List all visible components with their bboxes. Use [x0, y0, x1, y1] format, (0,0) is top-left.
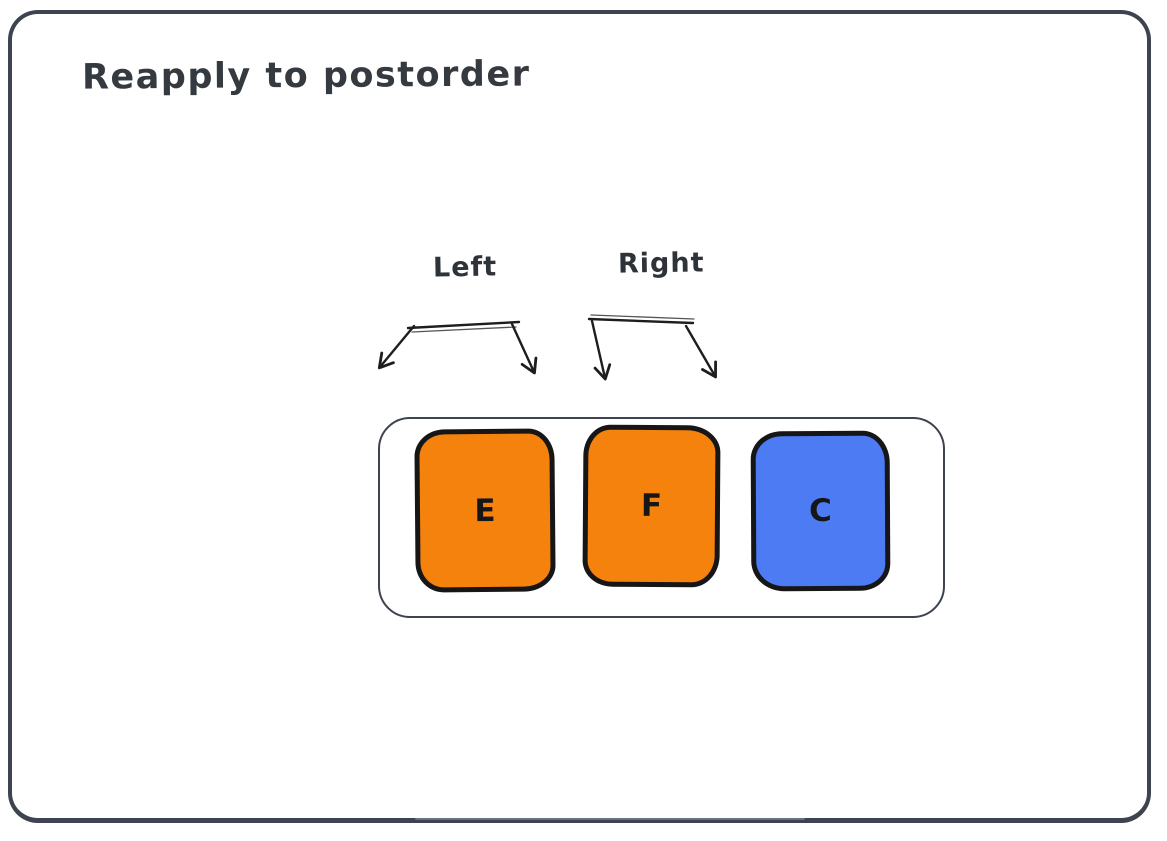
node-F-label: F: [640, 487, 663, 525]
outer-frame-rectangle[interactable]: [8, 10, 1151, 823]
node-C[interactable]: C: [750, 430, 891, 592]
node-E-label: E: [474, 492, 496, 529]
node-E[interactable]: E: [414, 428, 556, 593]
right-branch-label[interactable]: Right: [617, 247, 705, 280]
node-F[interactable]: F: [582, 424, 721, 588]
diagram-title[interactable]: Reapply to postorder: [81, 54, 531, 98]
left-branch-label[interactable]: Left: [432, 251, 498, 284]
node-C-label: C: [809, 492, 832, 530]
frame-bottom-sketch-stroke: [415, 818, 805, 820]
